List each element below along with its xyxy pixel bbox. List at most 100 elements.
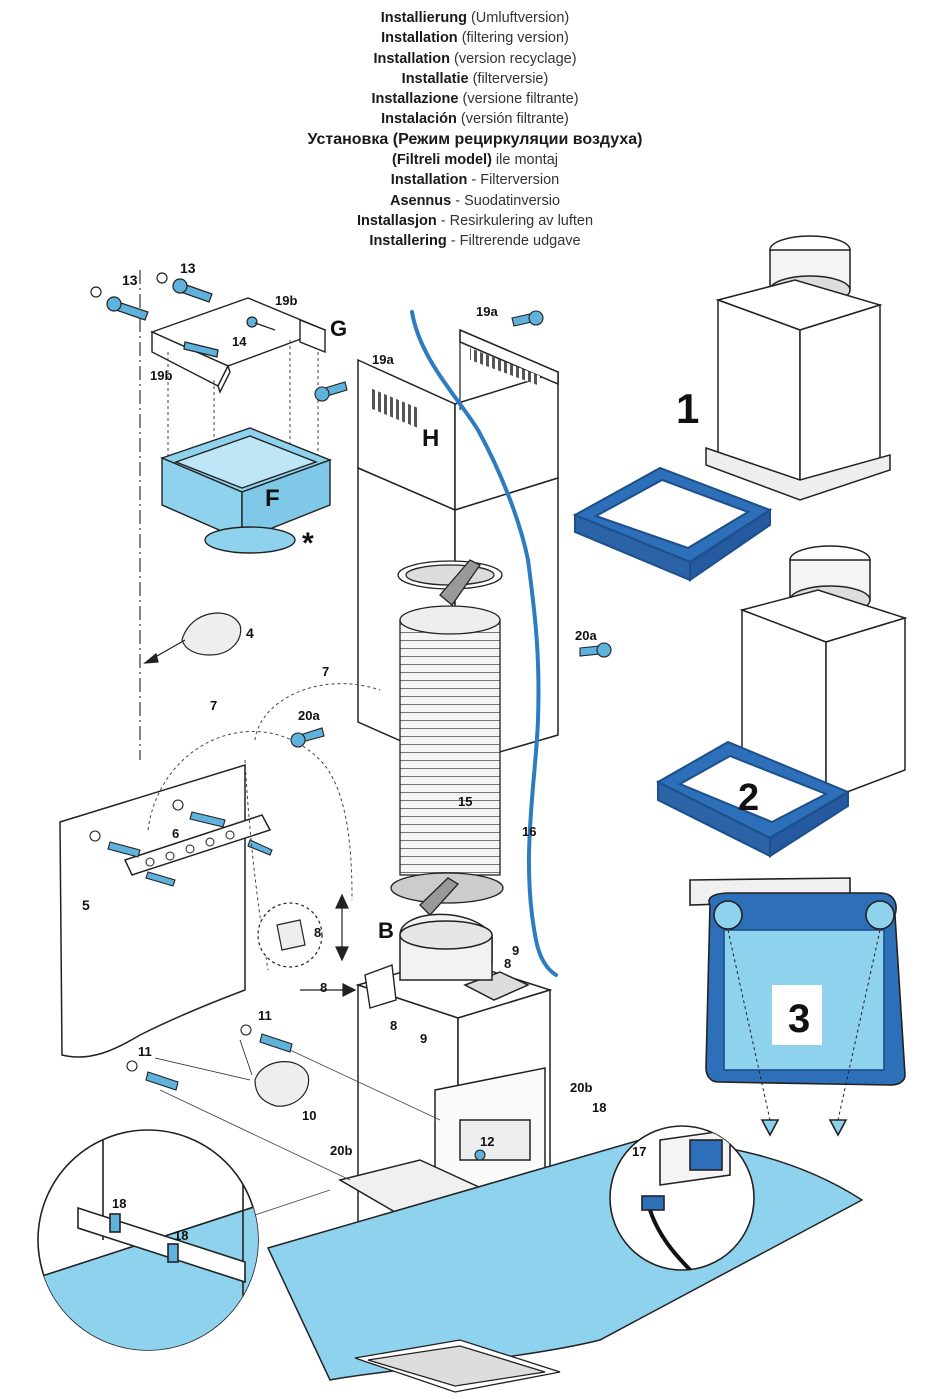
rail-screws — [89, 799, 273, 887]
part-label-p8c: 8 — [504, 956, 511, 971]
part-label-p14: 14 — [232, 334, 247, 349]
title-line-bold: Asennus — [389, 192, 452, 209]
title-line-bold: Installatie — [401, 70, 469, 87]
title-line-bold: Installation — [390, 172, 468, 189]
part-label-p11a: 11 — [258, 1008, 272, 1023]
part-label-p6: 6 — [172, 826, 179, 841]
title-line-bold: Installation — [381, 30, 458, 47]
title-line-desc: ile montaj — [491, 152, 558, 169]
title-line-desc: (versione filtrante) — [458, 91, 579, 108]
title-line: Installasjon - Resirkulering av luften — [0, 211, 950, 231]
part-label-B: B — [378, 918, 394, 943]
part-label-star: * — [302, 527, 314, 560]
motor-unit-2 — [739, 545, 908, 802]
part-label-p9a: 9 — [512, 943, 519, 958]
part-label-p8a: 8 — [314, 925, 321, 940]
title-line-bold: Installering — [369, 233, 447, 250]
part-label-p5: 5 — [82, 897, 90, 913]
part-label-p16: 16 — [522, 824, 536, 839]
screw-13-left — [90, 286, 149, 321]
title-line-bold: Instalación — [381, 111, 457, 128]
title-line: Installation (version recyclage) — [0, 49, 950, 69]
title-line-bold: Installazione — [371, 91, 459, 108]
part-label-p7a: 7 — [322, 664, 329, 679]
title-line-bold: (Filtreli model) — [392, 152, 492, 169]
part-label-p19b-top: 19b — [275, 293, 297, 308]
motor-unit-1 — [705, 235, 891, 501]
part-label-n2: 2 — [738, 777, 759, 819]
detail-circle-18 — [37, 1129, 259, 1351]
title-line: (Filtreli model) ile montaj — [0, 150, 950, 170]
part-label-p19a-left: 19a — [372, 352, 394, 367]
power-cable-16 — [410, 310, 558, 977]
screw-19a-top — [511, 310, 544, 327]
title-line-desc: (version recyclage) — [450, 50, 577, 67]
title-line-bold: Installation — [373, 50, 451, 67]
detail-circle-8 — [257, 893, 357, 997]
part-label-p11b: 11 — [138, 1044, 152, 1059]
part-label-p20a-right: 20a — [575, 628, 597, 643]
title-line-bold: Установка (Режим рециркуляции воздуха) — [307, 130, 643, 148]
screw-20a-left — [290, 727, 325, 748]
part-label-p7b: 7 — [210, 698, 217, 713]
part-label-p13a: 13 — [122, 272, 138, 288]
title-line-desc: (versión filtrante) — [456, 111, 569, 128]
title-line: Asennus - Suodatinversio — [0, 191, 950, 211]
detail-circle-17 — [609, 1125, 755, 1271]
part-label-p17: 17 — [632, 1144, 646, 1159]
filter-unit-3 — [689, 877, 906, 1137]
title-line-desc: (filterversie) — [468, 70, 549, 87]
back-panel-5 — [59, 763, 272, 1058]
part-label-p15: 15 — [458, 794, 472, 809]
bracket-drop-lines — [167, 340, 319, 470]
title-line: Установка (Режим рециркуляции воздуха) — [0, 130, 950, 150]
part-label-p12: 12 — [480, 1134, 494, 1149]
part-label-p18a: 18 — [112, 1196, 126, 1211]
part-label-p20b-right: 20b — [570, 1080, 592, 1095]
screws-11 — [126, 1024, 293, 1091]
part-label-p19b-left: 19b — [150, 368, 172, 383]
blue-frame-1 — [572, 466, 773, 582]
title-line-bold: Installasjon — [356, 212, 437, 229]
clip-10 — [254, 1061, 310, 1107]
screw-20a-right — [579, 642, 612, 658]
title-line-desc: (Umluftversion) — [466, 10, 570, 26]
part-label-p9b: 9 — [420, 1031, 427, 1046]
title-line-desc: (filtering version) — [457, 30, 569, 47]
part-label-p13b: 13 — [180, 260, 196, 276]
part-label-n3: 3 — [788, 997, 810, 1041]
part-label-p8d: 8 — [390, 1018, 397, 1033]
title-line: Instalación (versión filtrante) — [0, 109, 950, 129]
title-line: Installazione (versione filtrante) — [0, 89, 950, 109]
title-line: Installering - Filtrerende udgave — [0, 231, 950, 251]
part-label-p10: 10 — [302, 1108, 316, 1123]
title-line-desc: - Resirkulering av luften — [436, 212, 594, 229]
title-line: Installation - Filterversion — [0, 170, 950, 190]
part-label-G: G — [330, 316, 347, 341]
title-line: Installation (filtering version) — [0, 28, 950, 48]
title-line-desc: - Suodatinversio — [451, 192, 561, 209]
title-line-desc: - Filtrerende udgave — [446, 233, 581, 250]
part-label-H: H — [422, 425, 439, 452]
screw-14 — [183, 316, 276, 358]
dashed-guide-arcs — [147, 683, 381, 971]
part-label-p18b: 18 — [174, 1228, 188, 1243]
title-line: Installierung (Umluftversion) — [0, 8, 950, 28]
part-label-p19a-top: 19a — [476, 304, 498, 319]
title-line-bold: Installierung — [380, 10, 467, 26]
screw-19a-left — [314, 381, 348, 402]
part-label-p8b: 8 — [320, 980, 327, 995]
screw-12 — [474, 1149, 486, 1161]
part-label-F: F — [265, 485, 280, 512]
flexible-hose-15 — [390, 559, 504, 916]
part-label-p20b-left: 20b — [330, 1143, 352, 1158]
part-label-p18c: 18 — [592, 1100, 606, 1115]
instruction-title-block: Installierung (Umluftversion)Installatio… — [0, 8, 950, 252]
part-label-group: 131319b19b14GF*19a19aH47720a20a151656B88… — [82, 260, 810, 1243]
clip-4 — [143, 612, 242, 664]
glass-bracket — [354, 1339, 561, 1393]
screw-13-right — [156, 272, 213, 303]
blue-frame-2 — [655, 740, 851, 858]
filter-box-f — [160, 427, 332, 554]
